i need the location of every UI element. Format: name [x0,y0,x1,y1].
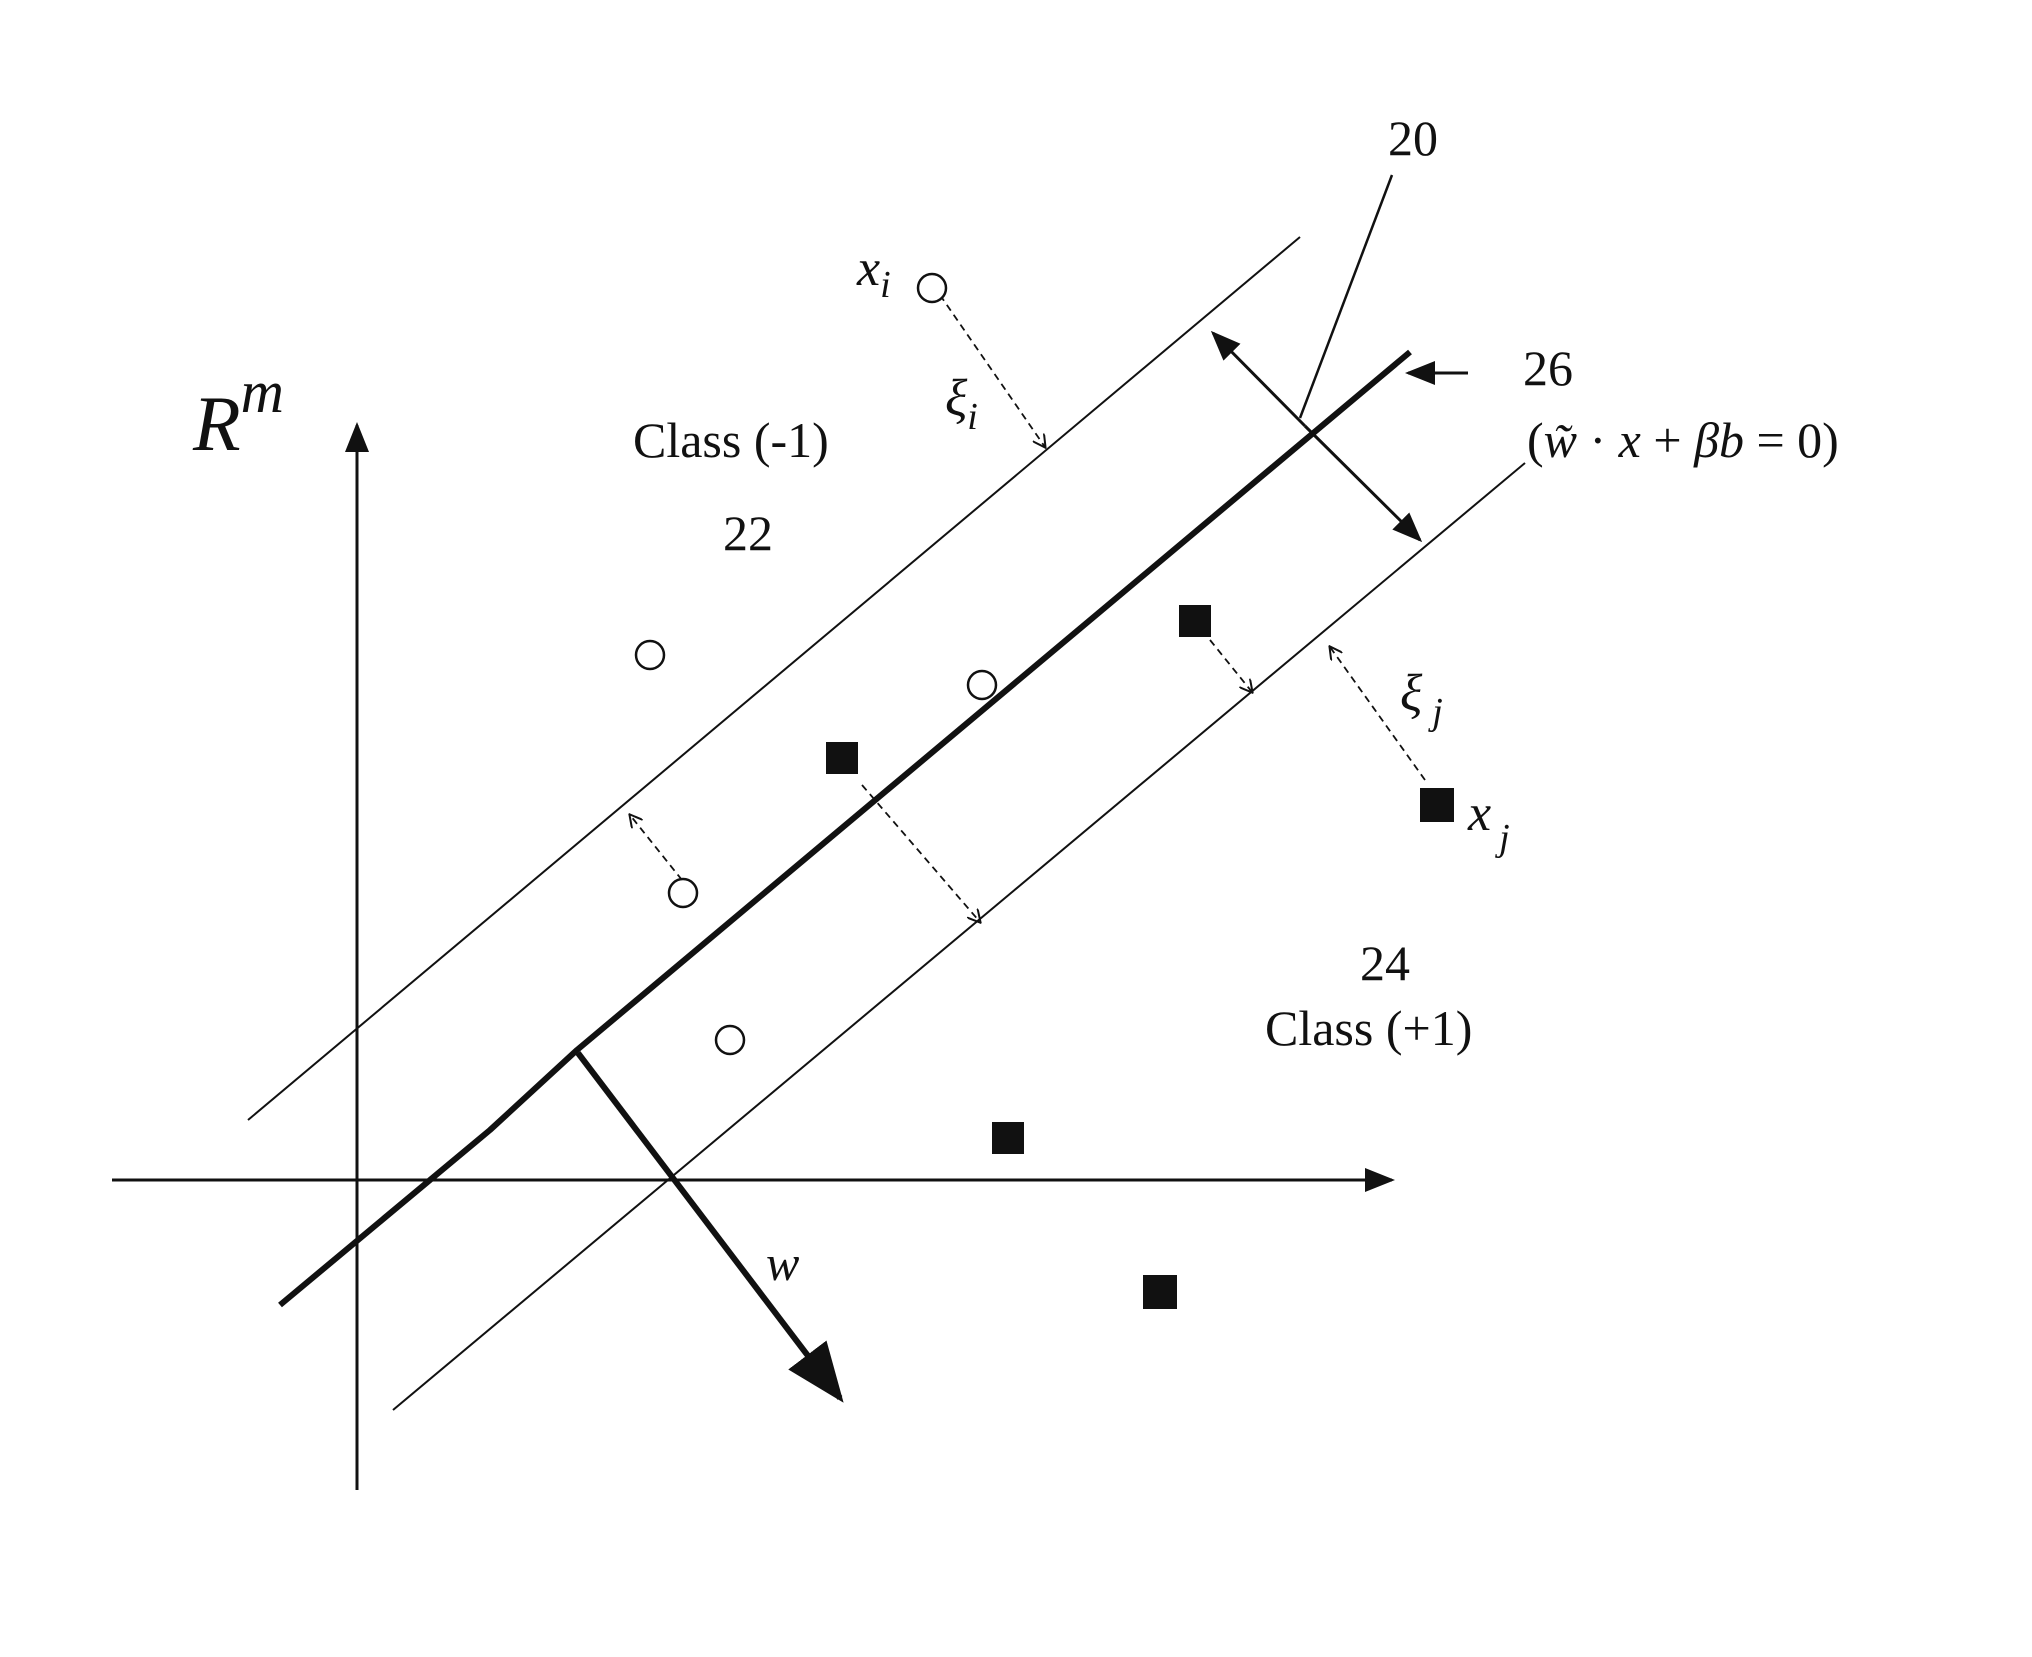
slack-xj-label: ξj [1400,665,1443,733]
class-pos-point [1143,1275,1177,1309]
class-neg-point [669,879,697,907]
xi-label: xi [856,240,891,306]
class-neg-point [636,641,664,669]
upper-margin-line [248,237,1300,1120]
w-normal-vector [578,1053,840,1398]
ref-label-24: 24 [1360,935,1410,991]
space-label: Rm [192,359,284,467]
lower-margin-line [393,463,1525,1410]
separating-hyperplane [280,352,1410,1305]
class-pos-point [1179,605,1211,637]
class-neg-point [716,1026,744,1054]
class-pos-point-xj [1420,788,1454,822]
ref-label-22: 22 [723,505,773,561]
slack-arrow [862,785,980,922]
margin-width-arrow [1305,426,1420,540]
ref-label-26: 26 [1523,340,1573,396]
class-neg-label: Class (-1) [633,412,829,468]
w-vector-label: w [766,1235,799,1291]
boundary-equation: (w̃ · x + βb = 0) [1527,412,1839,468]
slack-xi-label: ξi [945,370,978,438]
class-neg-point [968,671,996,699]
class-pos-point [826,742,858,774]
class-neg-point-xi [918,274,946,302]
xj-label: xj [1467,785,1510,859]
slack-arrow [1210,640,1252,692]
ref-label-20: 20 [1388,110,1438,166]
class-pos-point [992,1122,1024,1154]
margin-width-arrow [1213,333,1305,426]
class-pos-label: Class (+1) [1265,1000,1472,1056]
slack-arrow [630,815,682,880]
